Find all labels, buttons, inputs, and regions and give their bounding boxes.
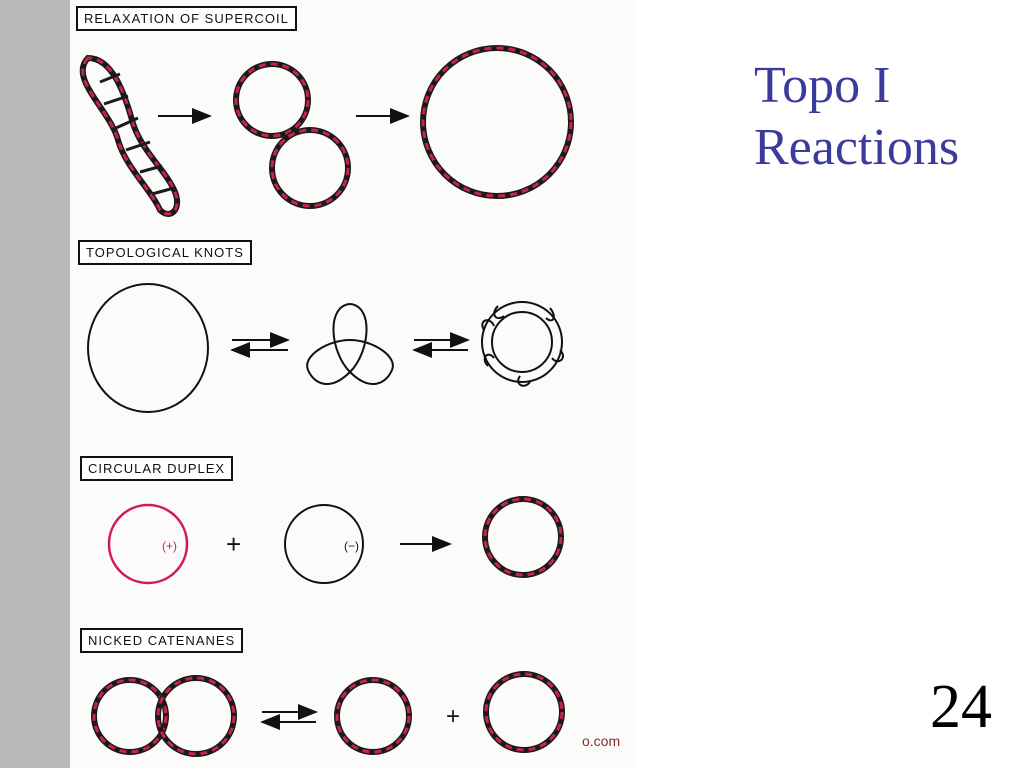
slide-title-line-1: Topo I [754, 57, 891, 114]
section-label-relaxation: RELAXATION OF SUPERCOIL [76, 6, 297, 31]
catenated-dna-rings [91, 675, 237, 757]
slide-number: 24 [930, 673, 992, 741]
equilibrium-arrows-knots-1 [230, 332, 290, 358]
plus-strand-label: (+) [162, 539, 177, 553]
separated-dna-ring-2 [483, 671, 565, 753]
minus-strand-circle [284, 504, 364, 584]
plus-operator-duplex: + [226, 529, 241, 559]
circular-duplex-product [482, 496, 564, 578]
trefoil-knot [306, 302, 394, 385]
supercoiled-dna [79, 54, 181, 217]
separated-dna-ring-1 [334, 677, 412, 755]
book-page-edge [0, 0, 70, 768]
equilibrium-arrows-catenanes [260, 704, 318, 730]
equilibrium-arrows-knots-2 [412, 332, 470, 358]
minus-strand-label: (−) [344, 539, 359, 553]
relaxed-circular-dna [420, 45, 574, 199]
footer-url: o.com [582, 733, 621, 749]
section-label-knots: TOPOLOGICAL KNOTS [78, 240, 252, 265]
plus-operator-catenanes: + [446, 703, 460, 730]
slide-title-line-2: Reactions [754, 119, 960, 176]
plus-strand-circle [107, 503, 189, 585]
knotted-dna-circle [481, 301, 564, 387]
slide-title: Topo I Reactions [754, 55, 1014, 179]
section-label-duplex: CIRCULAR DUPLEX [80, 456, 234, 481]
unknotted-circle [87, 283, 209, 413]
partially-relaxed-dna [233, 61, 351, 209]
section-label-catenanes: NICKED CATENANES [80, 628, 244, 653]
